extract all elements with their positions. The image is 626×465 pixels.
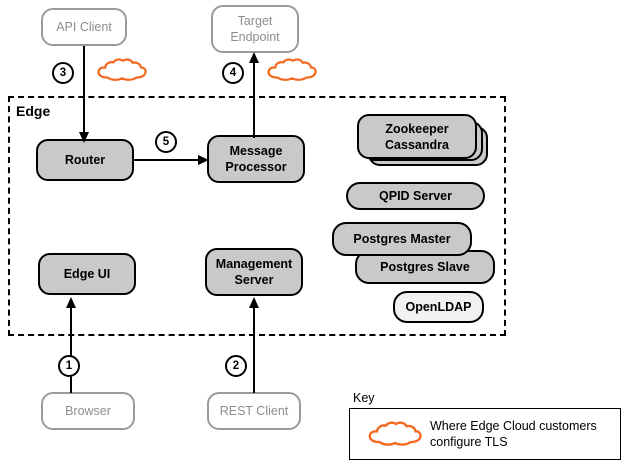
datastore-qpid-server-label: QPID Server <box>379 189 452 203</box>
datastore-zookeeper-cassandra[interactable]: Zookeeper Cassandra <box>357 114 477 159</box>
marker-2-number: 2 <box>232 360 240 372</box>
cloud-icon-key <box>368 421 422 446</box>
node-api-client[interactable]: API Client <box>41 8 127 46</box>
arrowhead-target-endpoint-in <box>248 52 259 63</box>
connector-router-to-message-processor <box>134 159 200 161</box>
key-entry-line1: Where Edge Cloud customers <box>430 419 597 433</box>
node-management-server-label-line1: Management <box>215 257 293 271</box>
edge-container <box>8 96 506 336</box>
marker-1: 1 <box>58 355 80 377</box>
node-management-server-label-line2: Server <box>234 273 274 287</box>
marker-2: 2 <box>225 355 247 377</box>
node-router-label: Router <box>64 153 106 167</box>
marker-4: 4 <box>222 62 244 84</box>
connector-browser-to-edge-ui <box>70 306 72 393</box>
arrowhead-message-processor-in <box>198 154 209 165</box>
cloud-icon-3 <box>97 58 147 81</box>
node-edge-ui-label: Edge UI <box>63 267 111 281</box>
marker-3-number: 3 <box>59 67 67 79</box>
datastore-zookeeper-label: Zookeeper <box>385 121 449 136</box>
connector-rest-client-to-management-server <box>253 306 255 393</box>
key-entry-line2: configure TLS <box>430 435 508 449</box>
datastore-postgres-master[interactable]: Postgres Master <box>332 222 472 256</box>
marker-4-number: 4 <box>229 67 237 79</box>
marker-1-number: 1 <box>65 360 73 372</box>
datastore-openldap-label: OpenLDAP <box>405 300 472 314</box>
arrowhead-router-in <box>78 132 89 143</box>
connector-mp-to-target-endpoint <box>253 62 255 138</box>
datastore-postgres-master-label: Postgres Master <box>353 232 451 246</box>
node-rest-client[interactable]: REST Client <box>207 392 301 430</box>
key-title: Key <box>353 391 375 405</box>
edge-container-label: Edge <box>16 103 51 119</box>
node-target-endpoint[interactable]: Target Endpoint <box>211 5 299 53</box>
arrowhead-edge-ui-in <box>65 297 76 308</box>
cloud-icon-4 <box>267 58 317 81</box>
arrowhead-management-server-in <box>248 297 259 308</box>
datastore-openldap[interactable]: OpenLDAP <box>393 291 484 323</box>
node-api-client-label: API Client <box>56 20 112 34</box>
node-rest-client-label: REST Client <box>219 404 289 418</box>
node-message-processor[interactable]: Message Processor <box>207 135 305 183</box>
node-message-processor-label-line1: Message <box>229 144 283 158</box>
node-message-processor-label-line2: Processor <box>225 160 287 174</box>
node-router[interactable]: Router <box>36 139 134 181</box>
node-target-endpoint-label-line1: Target <box>237 14 273 28</box>
marker-5-number: 5 <box>162 136 170 148</box>
node-edge-ui[interactable]: Edge UI <box>38 253 136 295</box>
marker-3: 3 <box>52 62 74 84</box>
node-management-server[interactable]: Management Server <box>205 248 303 296</box>
datastore-postgres-slave-label: Postgres Slave <box>380 260 470 274</box>
datastore-cassandra-label: Cassandra <box>385 137 449 152</box>
marker-5: 5 <box>155 131 177 153</box>
node-browser-label: Browser <box>65 404 111 418</box>
key-box <box>349 408 621 460</box>
connector-api-client-to-router <box>83 46 85 135</box>
node-target-endpoint-label-line2: Endpoint <box>230 30 280 44</box>
node-browser[interactable]: Browser <box>41 392 135 430</box>
datastore-qpid-server[interactable]: QPID Server <box>346 182 485 210</box>
